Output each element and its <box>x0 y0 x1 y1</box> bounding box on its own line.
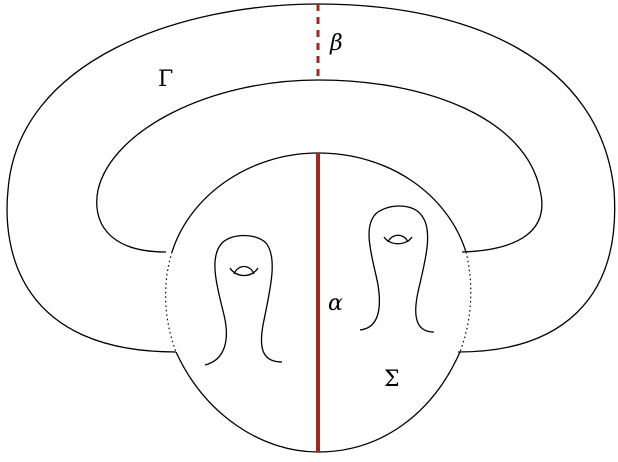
right-genus-handle <box>360 206 434 332</box>
attaching-circle-left <box>166 252 176 352</box>
right-hole-upper <box>388 235 408 242</box>
label-beta: β <box>329 31 343 56</box>
label-gamma: Γ <box>158 67 173 92</box>
left-hole-upper <box>234 267 254 275</box>
attaching-circle-right <box>460 252 471 352</box>
left-hole-lower <box>230 268 258 276</box>
label-alpha: α <box>328 291 343 316</box>
label-sigma: Σ <box>384 367 400 392</box>
left-genus-handle <box>205 236 282 366</box>
handle-outer-boundary <box>7 4 615 352</box>
